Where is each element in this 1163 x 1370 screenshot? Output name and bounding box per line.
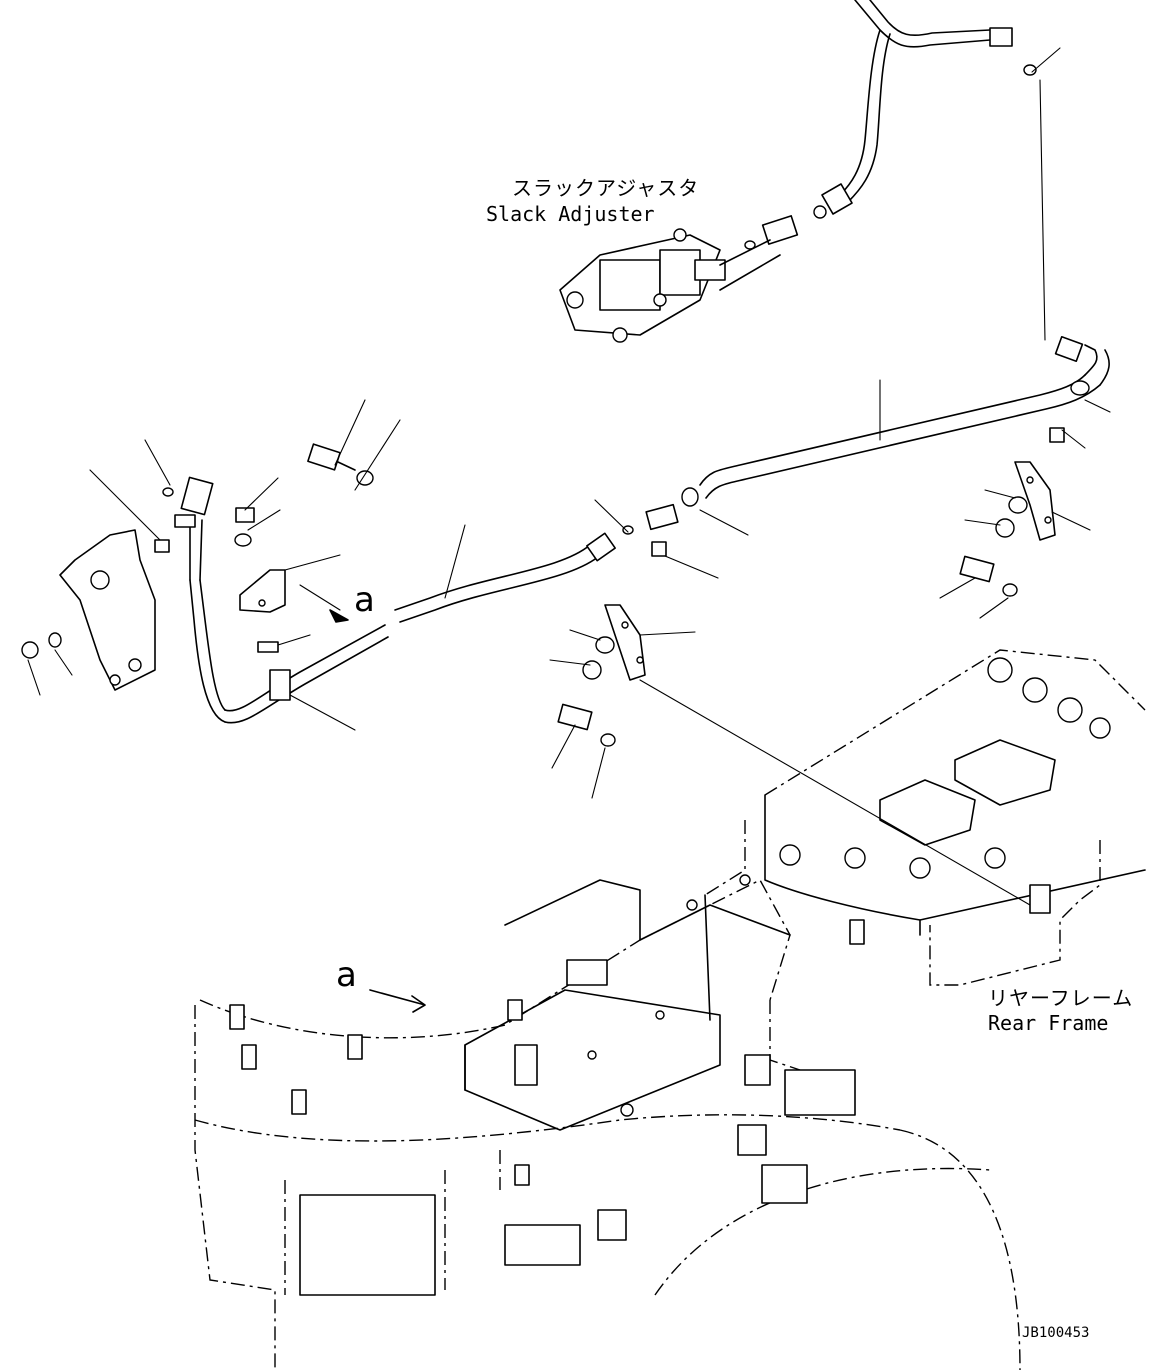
left-pipe	[162, 476, 616, 724]
rear-frame-label-jp: リヤーフレーム	[988, 986, 1134, 1010]
rear-frame-label-en: Rear Frame	[988, 1011, 1109, 1035]
view-ref-a-lower: a	[336, 955, 357, 995]
center-left-bracket	[234, 443, 374, 701]
upper-hose	[813, 0, 1037, 219]
ref-a-arrow	[369, 989, 426, 1013]
lower-frame	[194, 874, 1021, 1370]
view-ref-a-upper: a	[354, 580, 375, 620]
middle-bracket	[557, 541, 667, 747]
slack-adjuster	[559, 215, 799, 343]
drawing-code: JB100453	[1022, 1325, 1090, 1341]
slack-adjuster-label-jp: スラックアジャスタ	[512, 176, 700, 200]
rear-pipe	[622, 335, 1110, 535]
left-bracket	[21, 529, 170, 691]
slack-adjuster-label-en: Slack Adjuster	[486, 202, 655, 226]
right-bracket	[959, 427, 1065, 597]
